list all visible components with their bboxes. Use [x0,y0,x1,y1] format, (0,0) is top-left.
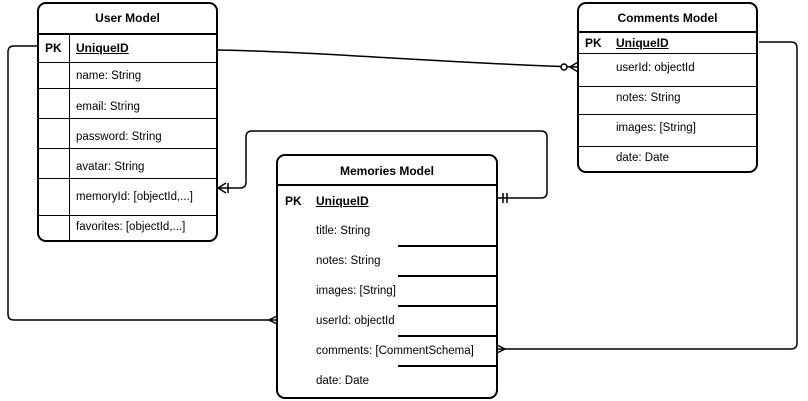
field-row: images: [String] [616,122,696,134]
field-row: comments: [CommentSchema] [316,345,474,357]
pk-label: PK [285,194,302,208]
field-row: date: Date [616,152,670,164]
crowfoot-comments-userid [569,61,579,73]
table-comments-model: Comments Model PK UniqueID userId: objec… [577,2,758,173]
pk-field: UniqueID [76,41,129,55]
field-row: title: String [316,225,371,237]
one-or-many-user-memoryid [217,182,229,194]
field-row: password: String [76,131,162,143]
table-title: Memories Model [339,164,435,178]
table-memories-model: Memories Model PK UniqueID title: String… [276,154,498,399]
field-row: userId: objectId [616,62,695,74]
field-row: memoryId: [objectId,...] [76,191,193,203]
rel-comments-memories [497,41,798,350]
rel-user-memories-userid [7,45,277,321]
field-row: date: Date [316,375,370,387]
table-user-model: User Model PK UniqueID name: String emai… [37,2,218,242]
pk-label: PK [585,36,602,50]
one-only-memories-uniqueid [502,193,508,203]
field-row: notes: String [616,92,681,104]
rel-user-comments [216,49,579,68]
pk-field: UniqueID [616,36,669,50]
table-title: User Model [95,11,160,25]
field-row: email: String [76,101,140,113]
pk-field: UniqueID [316,194,369,208]
field-row: images: [String] [316,285,396,297]
field-row: userId: objectId [316,315,395,327]
field-row: avatar: String [76,161,145,173]
pk-label: PK [45,41,62,55]
rel-user-memories-memoryid [217,130,548,199]
zero-circle-comments-userid [560,63,568,71]
field-row: notes: String [316,255,381,267]
field-row: name: String [76,70,142,82]
table-title: Comments Model [617,11,718,25]
field-row: favorites: [objectId,...] [76,221,186,233]
crowfoot-memories-userid [268,315,278,325]
crowfoot-memories-comments [496,344,506,354]
